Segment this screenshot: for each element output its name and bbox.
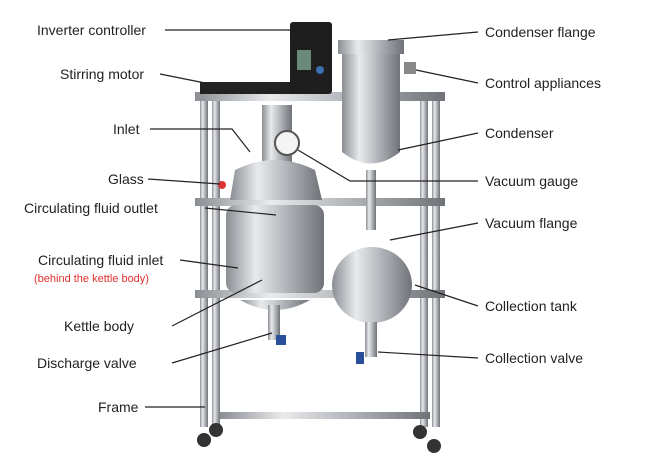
wheel-icon bbox=[197, 433, 211, 447]
wheel-icon bbox=[427, 439, 441, 453]
label-condenser: Condenser bbox=[485, 125, 554, 141]
discharge-valve-shape bbox=[268, 305, 280, 340]
kettle-lid bbox=[230, 160, 322, 200]
label-glass: Glass bbox=[108, 171, 144, 187]
label-inverter-controller: Inverter controller bbox=[37, 22, 146, 38]
frame-structure bbox=[195, 92, 445, 453]
label-frame: Frame bbox=[98, 399, 139, 415]
label-circulating-fluid-outlet: Circulating fluid outlet bbox=[24, 200, 158, 216]
label-discharge-valve: Discharge valve bbox=[37, 355, 137, 371]
label-condenser-flange: Condenser flange bbox=[485, 24, 596, 40]
wheel-icon bbox=[413, 425, 427, 439]
label-vacuum-gauge: Vacuum gauge bbox=[485, 173, 579, 189]
label-kettle-body: Kettle body bbox=[64, 318, 135, 334]
inlet-note: (behind the kettle body) bbox=[34, 273, 149, 285]
glass-marker bbox=[218, 181, 226, 189]
label-stirring-motor: Stirring motor bbox=[60, 66, 145, 82]
kettle-body-shape bbox=[226, 205, 324, 293]
leader-lines bbox=[145, 29, 479, 408]
collection-tank-shape bbox=[332, 247, 412, 323]
condenser-shape bbox=[342, 54, 400, 152]
vacuum-gauge-dial bbox=[274, 130, 300, 156]
label-vacuum-flange: Vacuum flange bbox=[485, 215, 578, 231]
wheel-icon bbox=[209, 423, 223, 437]
label-circulating-fluid-inlet: Circulating fluid inlet bbox=[38, 252, 164, 268]
label-control-appliances: Control appliances bbox=[485, 75, 601, 91]
label-collection-valve: Collection valve bbox=[485, 350, 584, 366]
label-inlet: Inlet bbox=[113, 121, 140, 137]
label-collection-tank: Collection tank bbox=[485, 298, 577, 314]
